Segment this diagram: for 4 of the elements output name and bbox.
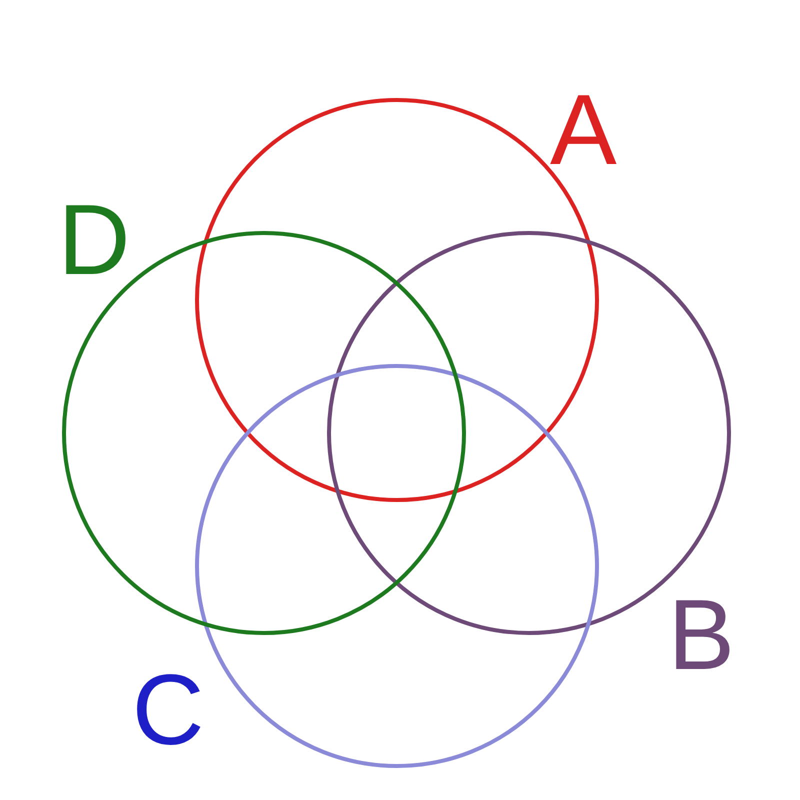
- set-label: C: [132, 660, 204, 760]
- set-label: A: [550, 80, 617, 180]
- set-label: D: [58, 190, 130, 290]
- set-label: B: [668, 585, 735, 685]
